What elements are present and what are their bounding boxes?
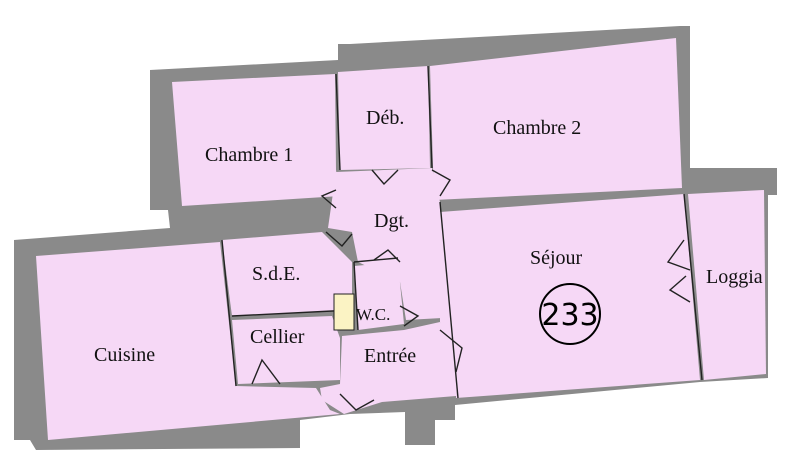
room-wc — [354, 262, 404, 330]
label-loggia: Loggia — [706, 266, 763, 288]
label-deb: Déb. — [366, 107, 404, 129]
label-entree: Entrée — [364, 345, 416, 367]
door-swings — [251, 169, 691, 411]
door-sejour-loggia — [666, 239, 691, 271]
label-dgt: Dgt. — [374, 210, 409, 232]
label-wc: W.C. — [356, 305, 390, 324]
room-cuisine — [36, 242, 340, 440]
room-sde — [222, 232, 352, 316]
door-entree-main — [339, 393, 375, 411]
door-dgt-chambre1 — [320, 189, 337, 209]
label-cellier: Cellier — [250, 326, 305, 348]
lot-number-badge — [539, 283, 601, 345]
door-loggia-lower — [668, 275, 691, 303]
label-cuisine: Cuisine — [94, 344, 155, 366]
door-dgt-wc — [373, 249, 401, 263]
room-dgt — [328, 168, 442, 320]
door-dgt-sde — [325, 231, 353, 247]
door-cellier — [251, 358, 281, 385]
door-entree-sejour — [439, 329, 463, 373]
door-dgt-chambre2 — [431, 169, 451, 197]
interior-lines — [221, 65, 703, 399]
room-sejour — [440, 194, 700, 398]
label-sde: S.d.E. — [252, 263, 300, 285]
wc-fixture — [333, 293, 355, 331]
label-sejour: Séjour — [530, 247, 583, 269]
room-entree — [320, 322, 460, 414]
room-deb — [338, 66, 430, 170]
room-chambre2 — [430, 38, 682, 200]
door-wc — [399, 305, 420, 327]
lot-number: 233 — [541, 298, 598, 333]
room-loggia — [688, 190, 766, 380]
door-dgt-deb — [371, 169, 399, 186]
label-chambre1: Chambre 1 — [205, 144, 293, 166]
label-chambre2: Chambre 2 — [493, 117, 581, 139]
room-chambre1 — [172, 74, 340, 206]
